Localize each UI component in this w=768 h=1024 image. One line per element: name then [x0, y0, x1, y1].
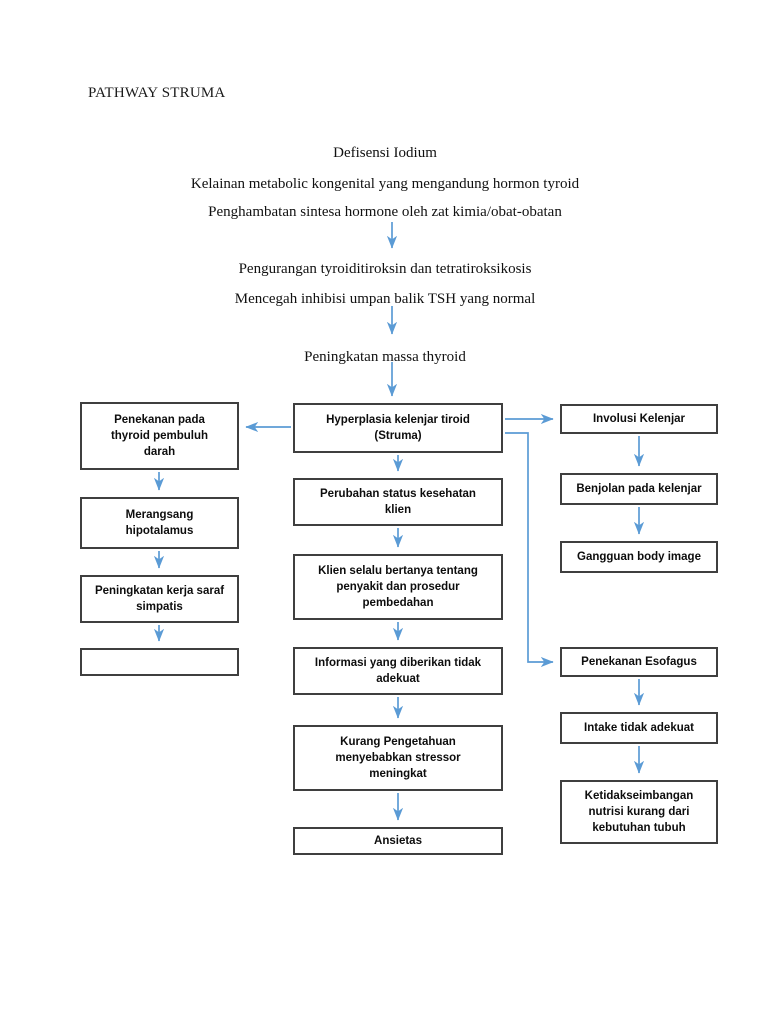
node-penekanan-esofagus[interactable]: Penekanan Esofagus	[560, 647, 718, 677]
node-label: Intake tidak adekuat	[584, 721, 694, 734]
flow-text-line: Pengurangan tyroiditiroksin dan tetratir…	[238, 261, 532, 277]
flow-text-line: Kelainan metabolic kongenital yang menga…	[190, 176, 580, 192]
node-intake-tidak-adekuat[interactable]: Intake tidak adekuat	[560, 712, 718, 744]
page-title: PATHWAY STRUMA	[88, 85, 226, 101]
node-involusi-kelenjar[interactable]: Involusi Kelenjar	[560, 404, 718, 434]
node-gangguan-body-image[interactable]: Gangguan body image	[560, 541, 718, 573]
node-label: Involusi Kelenjar	[592, 412, 686, 425]
node-ansietas[interactable]: Ansietas	[293, 827, 503, 855]
flow-text-line: Mencegah inhibisi umpan balik TSH yang n…	[234, 291, 536, 307]
arrow-hyperplasia-to-esofagus	[505, 432, 554, 668]
flow-text-line: Defisensi Iodium	[333, 145, 437, 161]
node-benjolan-kelenjar[interactable]: Benjolan pada kelenjar	[560, 473, 718, 505]
node-label: Benjolan pada kelenjar	[576, 482, 702, 495]
node-label: Penekanan Esofagus	[581, 655, 697, 668]
flow-text-line: Penghambatan sintesa hormone oleh zat ki…	[208, 204, 562, 220]
node-label: Hyperplasia kelenjar tiroid(Struma)	[326, 413, 470, 442]
node-label: Gangguan body image	[577, 550, 701, 563]
node-hyperplasia[interactable]: Hyperplasia kelenjar tiroid(Struma)	[293, 403, 503, 453]
node-empty-node[interactable]	[80, 648, 239, 676]
flow-text-line: Peningkatan massa thyroid	[304, 349, 466, 365]
node-label: Ansietas	[374, 834, 422, 847]
